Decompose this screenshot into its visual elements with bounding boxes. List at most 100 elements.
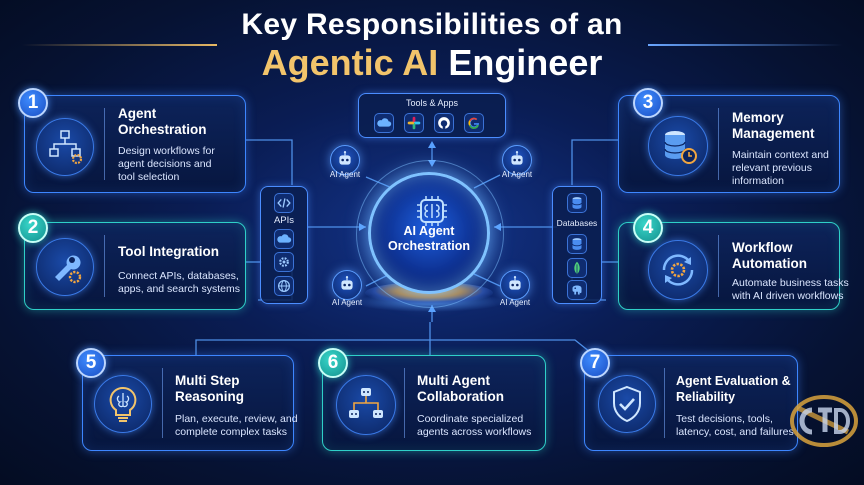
- card-divider: [104, 235, 105, 297]
- card-desc-line: Connect APIs, databases,: [118, 270, 239, 282]
- leaf-icon: [567, 258, 587, 278]
- hub-label-line-2: Orchestration: [388, 239, 470, 253]
- card-desc-line: apps, and search systems: [118, 283, 240, 295]
- shield-check-icon: [598, 375, 656, 433]
- ai-orchestration-hub: [368, 172, 490, 294]
- watermark-logo-icon: [790, 395, 858, 447]
- workflow-icon: [36, 118, 94, 176]
- gear-icon: [274, 252, 294, 272]
- github-icon: [434, 113, 454, 133]
- hub-ring: [356, 160, 504, 308]
- card-title-line: Multi Agent: [417, 373, 490, 388]
- card-title-line: Multi Step: [175, 373, 240, 388]
- database-icon: [567, 193, 587, 213]
- number-badge: 3: [633, 88, 663, 118]
- card-title-line: Workflow: [732, 240, 793, 255]
- card-title-line: Automation: [732, 256, 807, 271]
- card-desc-line: complete complex tasks: [175, 426, 288, 438]
- card-divider: [664, 368, 665, 438]
- card-desc-line: information: [732, 175, 784, 187]
- card-divider: [718, 108, 719, 180]
- number-badge: 2: [18, 213, 48, 243]
- cloud-icon: [274, 229, 294, 249]
- brain-chip-icon: [417, 196, 447, 226]
- card-desc-line: Coordinate specialized: [417, 413, 524, 425]
- card-desc-line: agents across workflows: [417, 426, 532, 438]
- slack-icon: [404, 113, 424, 133]
- agent-label-bottom-left: AI Agent: [331, 298, 363, 307]
- hub-label-line-1: AI Agent: [403, 224, 455, 238]
- card-desc-line: Test decisions, tools,: [676, 413, 773, 425]
- robots-network-icon: [336, 375, 396, 435]
- number-badge: 1: [18, 88, 48, 118]
- card-divider: [404, 368, 405, 438]
- title-line-1: Key Responsibilities of an: [241, 8, 623, 41]
- card-title-line: Management: [732, 126, 815, 141]
- title-rule-right: [648, 44, 843, 46]
- card-divider: [718, 235, 719, 297]
- number-badge: 5: [76, 348, 106, 378]
- elephant-icon: [567, 280, 587, 300]
- card-title: Agent Evaluation & Reliability: [676, 373, 791, 405]
- card-title-line: Orchestration: [118, 122, 207, 137]
- card-desc-line: relevant previous: [732, 162, 812, 174]
- robot-icon: [332, 270, 362, 300]
- card-title-line: Collaboration: [417, 389, 504, 404]
- google-icon: [464, 113, 484, 133]
- wrench-gear-icon: [36, 238, 94, 296]
- databases-label: Databases: [556, 218, 598, 228]
- database-icon: [567, 234, 587, 254]
- card-title-line: Agent Evaluation &: [676, 374, 791, 388]
- card-desc-line: Plan, execute, review, and: [175, 413, 298, 425]
- title-rest: Engineer: [438, 42, 603, 83]
- card-desc-line: agent decisions and: [118, 158, 212, 170]
- robot-icon: [502, 145, 532, 175]
- cycle-gear-icon: [648, 240, 708, 300]
- card-description: Connect APIs, databases,apps, and search…: [118, 270, 240, 296]
- number-badge: 6: [318, 348, 348, 378]
- agent-label-top-left: AI Agent: [329, 170, 361, 179]
- card-desc-line: Maintain context and: [732, 149, 829, 161]
- tools-apps-label: Tools & Apps: [405, 98, 459, 108]
- card-divider: [104, 108, 105, 180]
- title-line-2: Agentic AI Engineer: [0, 42, 864, 84]
- card-description: Test decisions, tools,latency, cost, and…: [676, 413, 794, 439]
- title-rule-left: [22, 44, 217, 46]
- card-desc-line: Automate business tasks: [732, 277, 849, 289]
- card-desc-line: latency, cost, and failures: [676, 426, 794, 438]
- number-badge: 4: [633, 213, 663, 243]
- agent-label-bottom-right: AI Agent: [499, 298, 531, 307]
- robot-icon: [330, 145, 360, 175]
- agent-label-top-right: AI Agent: [501, 170, 533, 179]
- card-divider: [162, 368, 163, 438]
- globe-icon: [274, 276, 294, 296]
- card-title-line: Reliability: [676, 390, 736, 404]
- robot-icon: [500, 270, 530, 300]
- number-badge: 7: [580, 348, 610, 378]
- card-title-line: Memory: [732, 110, 784, 125]
- database-clock-icon: [648, 116, 708, 176]
- card-title-line: Agent: [118, 106, 157, 121]
- apis-label: APIs: [273, 215, 295, 226]
- code-icon: [274, 193, 294, 213]
- brain-bulb-icon: [94, 375, 152, 433]
- card-title-line: Reasoning: [175, 389, 245, 404]
- card-title: Tool Integration: [118, 244, 219, 259]
- cloud-icon: [374, 113, 394, 133]
- title-highlight: Agentic AI: [261, 42, 439, 83]
- card-desc-line: with AI driven workflows: [732, 290, 844, 302]
- card-desc-line: tool selection: [118, 171, 180, 183]
- card-desc-line: Design workflows for: [118, 145, 215, 157]
